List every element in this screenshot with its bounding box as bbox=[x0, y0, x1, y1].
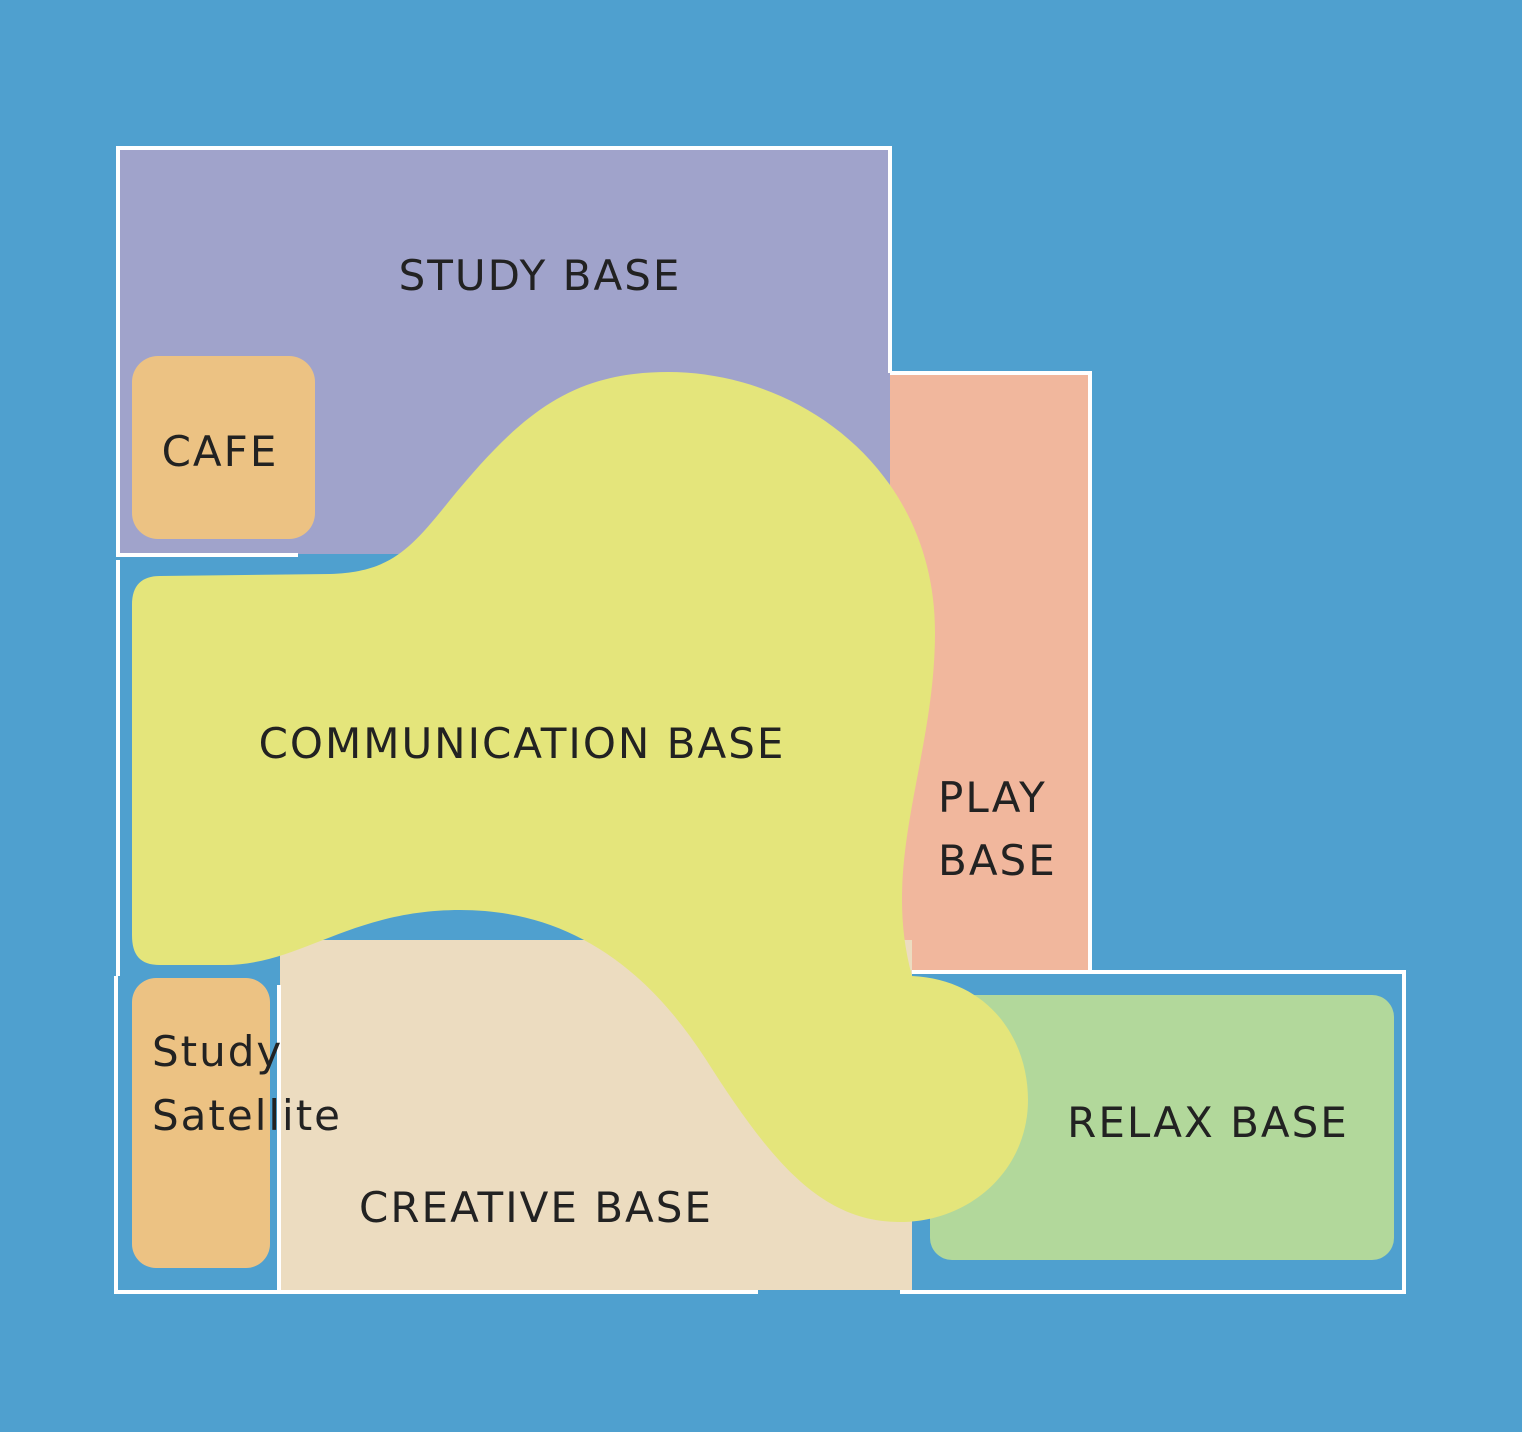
wall-play-base bbox=[890, 371, 1092, 970]
study-satellite-zone bbox=[132, 978, 270, 1268]
cafe-zone bbox=[132, 356, 315, 539]
wall-bottom bbox=[114, 976, 758, 1294]
creative-base-label: CREATIVE BASE bbox=[359, 1183, 713, 1232]
study-base-label: STUDY BASE bbox=[399, 251, 682, 300]
wall-relax-base bbox=[900, 970, 1406, 1294]
wall-study-base bbox=[116, 146, 892, 557]
relax-base-zone bbox=[930, 995, 1394, 1260]
study-satellite-label-line1: Study bbox=[152, 1027, 283, 1076]
communication-base-label: COMMUNICATION BASE bbox=[259, 719, 786, 768]
walls bbox=[114, 146, 1406, 1294]
play-base-label-line2: BASE bbox=[938, 836, 1057, 885]
study-satellite-label-line2: Satellite bbox=[152, 1091, 342, 1140]
cafe-label: CAFE bbox=[162, 427, 279, 476]
relax-base-label: RELAX BASE bbox=[1067, 1098, 1349, 1147]
communication-base-zone bbox=[132, 372, 1028, 1222]
play-base-label-line1: PLAY bbox=[938, 773, 1047, 822]
